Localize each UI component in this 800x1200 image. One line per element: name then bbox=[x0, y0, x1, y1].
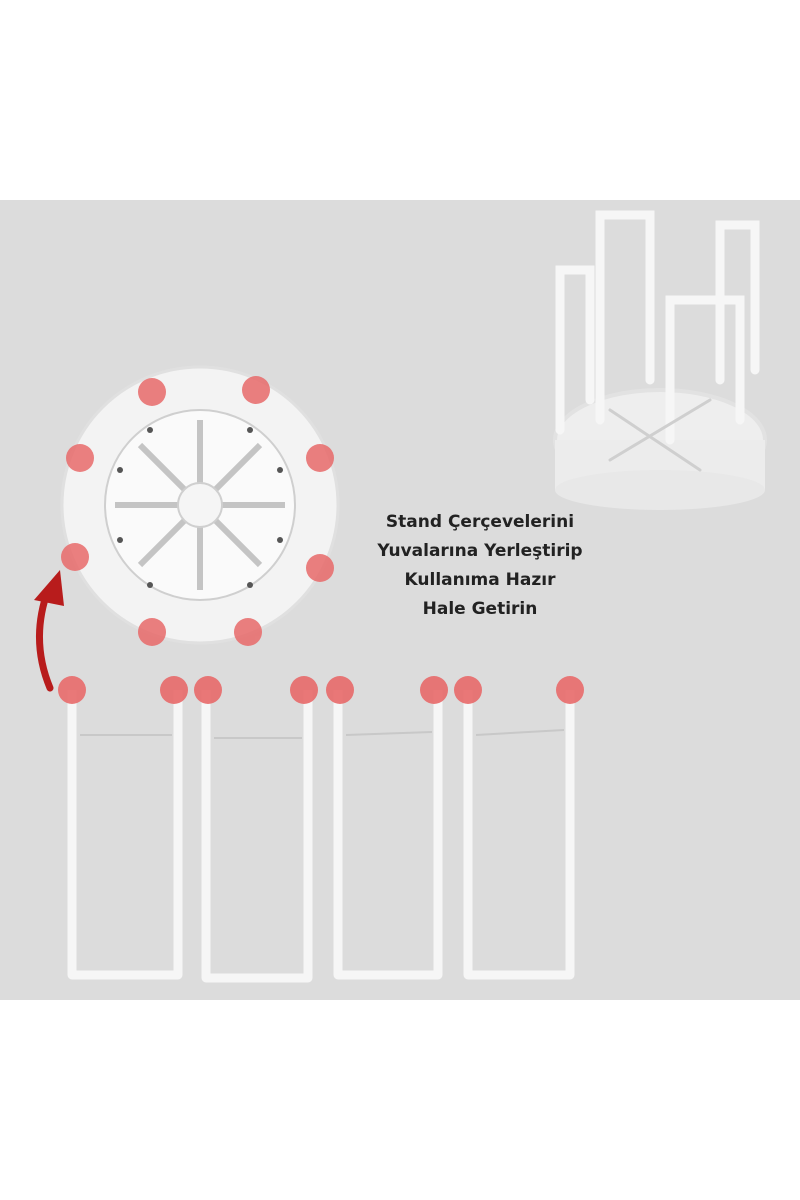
assembled-rack-image bbox=[553, 210, 767, 510]
rack-base-disc bbox=[60, 365, 340, 646]
caption-line: Stand Çerçevelerini bbox=[385, 512, 575, 532]
curved-arrow-icon bbox=[34, 570, 64, 692]
frame-markers bbox=[58, 676, 584, 704]
caption-line: Kullanıma Hazır bbox=[404, 570, 556, 590]
caption-line: Yuvalarına Yerleştirip bbox=[377, 541, 583, 561]
slot-markers bbox=[61, 376, 334, 646]
stand-frames bbox=[67, 690, 575, 983]
instruction-caption: Stand Çerçevelerini Yuvalarına Yerleştir… bbox=[350, 508, 610, 624]
caption-line: Hale Getirin bbox=[422, 599, 538, 619]
